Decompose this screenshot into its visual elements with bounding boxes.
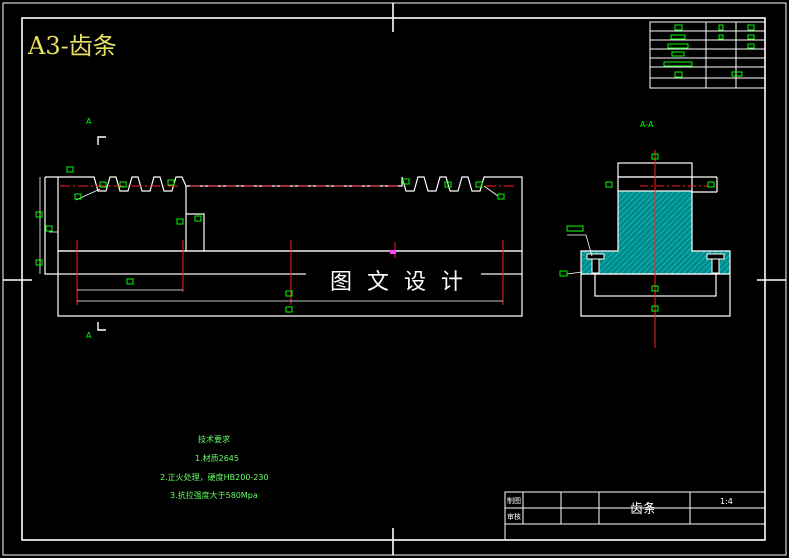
tech-requirement-1: 1.材质2645	[195, 453, 239, 463]
dimension-tags	[35, 166, 505, 313]
section-markers	[97, 136, 106, 331]
title-block-name-cell-mask	[600, 509, 689, 523]
parts-list-table	[649, 21, 766, 89]
watermark-backdrop	[306, 263, 481, 297]
section-view-label: A-A	[640, 120, 654, 129]
rack-dimensions	[39, 177, 503, 302]
section-marker-a-bottom: A	[86, 331, 92, 340]
section-marker-a-top: A	[86, 117, 92, 126]
tech-requirements-heading: 技术要求	[198, 434, 230, 444]
tech-requirements: 技术要求 1.材质2645 2.正火处理，硬度HB200-230 3.抗拉强度大…	[160, 434, 269, 500]
rack-front-view	[44, 176, 523, 317]
title-block-row1-label: 制图	[507, 496, 521, 505]
title-block-part-name: 齿条	[630, 501, 656, 517]
watermark-text: 图 文 设 计	[330, 270, 467, 295]
title-block	[504, 491, 766, 541]
tech-requirement-3: 3.抗拉强度大于580Mpa	[170, 490, 258, 500]
sheet-title: A3-齿条	[27, 32, 117, 60]
tech-requirement-2: 2.正火处理，硬度HB200-230	[160, 472, 269, 482]
section-view	[559, 150, 731, 348]
title-block-scale: 1:4	[720, 497, 733, 506]
pink-mark	[390, 250, 396, 254]
title-block-row2-label: 审核	[507, 512, 521, 521]
